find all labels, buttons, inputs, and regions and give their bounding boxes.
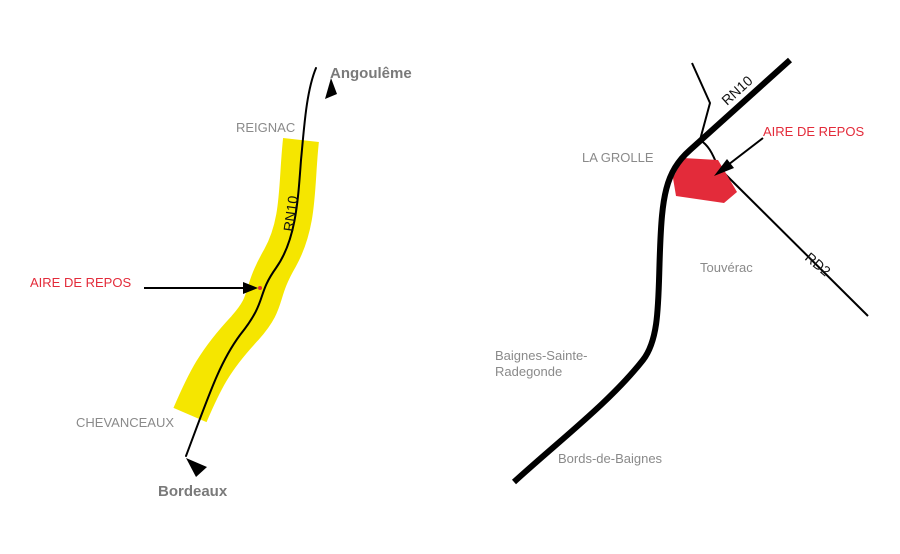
rest-area-pointer-arrowhead-icon <box>243 282 258 294</box>
rn10-main-road <box>511 57 793 485</box>
road-label-rn10: RN10 <box>718 72 755 108</box>
town-label-bords-de-baignes: Bords-de-Baignes <box>558 451 663 466</box>
right-map: RN10 RD2 AIRE DE REPOS LA GROLLE Touvéra… <box>495 57 869 485</box>
rest-area-pointer-line <box>723 137 764 169</box>
connector-road-line <box>691 62 719 168</box>
town-label-baignes-line1: Baignes-Sainte- <box>495 348 588 363</box>
rest-area-label: AIRE DE REPOS <box>763 124 864 139</box>
town-label-chevanceaux: CHEVANCEAUX <box>76 415 174 430</box>
rd2-road-line <box>717 166 869 317</box>
rest-area-marker <box>258 286 262 290</box>
town-label-touverac: Touvérac <box>700 260 753 275</box>
town-label-la-grolle: LA GROLLE <box>582 150 654 165</box>
rest-area-pointer-arrowhead-icon <box>714 159 734 176</box>
direction-label-north: Angoulême <box>330 65 412 82</box>
north-arrow-icon <box>325 78 337 99</box>
direction-label-south: Bordeaux <box>158 483 228 500</box>
road-label-rd2: RD2 <box>802 249 834 279</box>
left-map: Angoulême Bordeaux REIGNAC CHEVANCEAUX A… <box>30 65 412 500</box>
south-arrow-icon <box>186 458 207 477</box>
road-label-rn10: RN10 <box>280 195 301 233</box>
rn10-road-line <box>185 67 317 457</box>
highlighted-road-section <box>173 138 319 423</box>
town-label-reignac: REIGNAC <box>236 120 295 135</box>
town-label-baignes-line2: Radegonde <box>495 364 562 379</box>
rest-area-label: AIRE DE REPOS <box>30 275 131 290</box>
